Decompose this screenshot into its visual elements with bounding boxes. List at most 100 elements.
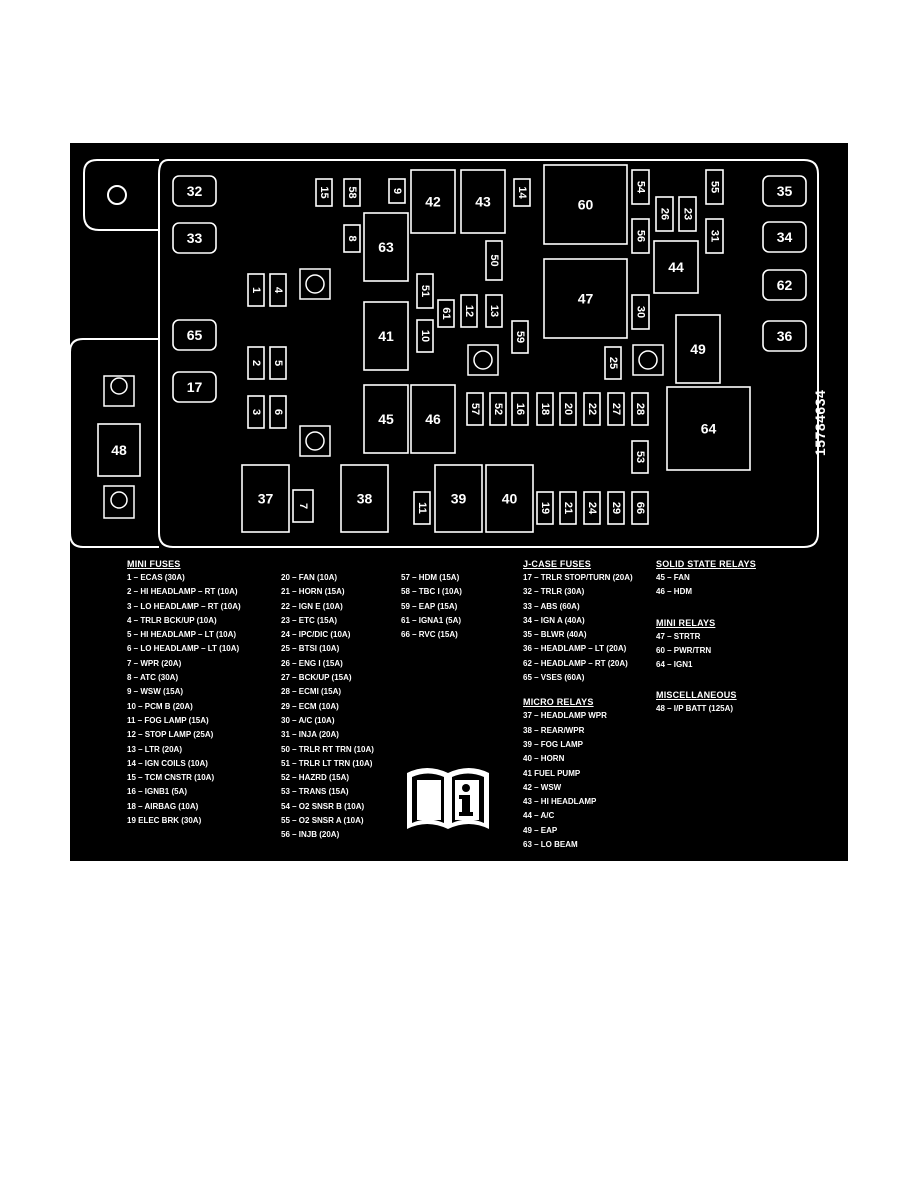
legend-item: 46 – HDM — [656, 587, 693, 597]
component-label-36: 36 — [777, 328, 793, 344]
legend-item: 13 – LTR (20A) — [127, 744, 182, 754]
component-label-61: 61 — [440, 307, 452, 319]
legend-item: 12 – STOP LAMP (25A) — [127, 730, 214, 740]
legend-item: 63 – LO BEAM — [523, 840, 578, 850]
component-label-22: 22 — [586, 403, 598, 415]
component-31 — [705, 218, 724, 254]
component-label-64: 64 — [701, 421, 717, 437]
component-label-30: 30 — [635, 306, 647, 318]
mounting-post-hole — [638, 350, 658, 370]
component-label-20: 20 — [562, 403, 574, 415]
legend-item: 43 – HI HEADLAMP — [523, 797, 597, 807]
legend-item: 11 – FOG LAMP (15A) — [127, 715, 209, 725]
mounting-post-hole — [305, 274, 325, 294]
component-label-53: 53 — [634, 451, 646, 463]
legend-item: 16 – IGNB1 (5A) — [127, 787, 188, 797]
component-39 — [434, 464, 483, 533]
legend-mini-fuses-col2: 20 – FAN (10A)21 – HORN (15A)22 – IGN E … — [281, 571, 374, 843]
legend-item: 35 – BLWR (40A) — [523, 630, 587, 640]
legend-item: 15 – TCM CNSTR (10A) — [127, 773, 215, 783]
legend-item: 29 – ECM (10A) — [281, 701, 339, 711]
legend-item: 26 – ENG I (15A) — [281, 658, 343, 668]
component-33 — [172, 222, 217, 254]
component-label-58: 58 — [346, 186, 358, 198]
component-57 — [466, 392, 484, 426]
legend-mini-fuses-col1: MINI FUSES 1 – ECAS (30A)2 – HI HEADLAMP… — [127, 557, 241, 828]
legend-j-case-micro: J-CASE FUSES 17 – TRLR STOP/TURN (20A)32… — [523, 557, 633, 852]
component-label-4: 4 — [272, 287, 284, 294]
component-label-3: 3 — [250, 409, 262, 415]
component-label-18: 18 — [539, 403, 551, 415]
component-46 — [410, 384, 456, 454]
component-41 — [363, 301, 409, 371]
legend-item: 53 – TRANS (15A) — [281, 787, 349, 797]
component-44 — [653, 240, 699, 294]
component-32 — [172, 175, 217, 207]
component-12 — [460, 294, 478, 328]
component-label-47: 47 — [578, 291, 594, 307]
component-label-6: 6 — [272, 409, 284, 415]
component-label-11: 11 — [416, 502, 428, 514]
legend-item: 23 – ETC (15A) — [281, 615, 338, 625]
component-label-33: 33 — [187, 230, 203, 246]
component-label-66: 66 — [634, 502, 646, 514]
component-label-23: 23 — [682, 208, 694, 220]
component-label-8: 8 — [346, 235, 358, 241]
component-label-26: 26 — [659, 208, 671, 220]
legend-item: 52 – HAZRD (15A) — [281, 773, 350, 783]
legend-item: 5 – HI HEADLAMP – LT (10A) — [127, 630, 237, 640]
component-26 — [655, 196, 674, 232]
component-label-56: 56 — [635, 230, 647, 242]
component-1 — [247, 273, 265, 307]
legend-title-micro-relays: MICRO RELAYS — [523, 697, 594, 708]
component-label-65: 65 — [187, 327, 203, 343]
component-52 — [489, 392, 507, 426]
legend-title-solid-state-relays: SOLID STATE RELAYS — [656, 559, 756, 569]
mounting-post-hole — [305, 431, 325, 451]
component-label-48: 48 — [111, 442, 127, 458]
legend-item: 38 – REAR/WPR — [523, 725, 585, 735]
component-61 — [437, 299, 455, 328]
legend-item: 14 – IGN COILS (10A) — [127, 758, 208, 768]
legend-item: 33 – ABS (60A) — [523, 601, 580, 611]
legend-item: 32 – TRLR (30A) — [523, 587, 585, 597]
component-label-42: 42 — [425, 194, 441, 210]
legend-item: 31 – INJA (20A) — [281, 730, 339, 740]
mounting-hole — [107, 185, 127, 205]
component-63 — [363, 212, 409, 282]
legend-item: 47 – STRTR — [656, 631, 701, 641]
mounting-post — [299, 268, 331, 300]
component-27 — [607, 392, 625, 426]
legend-item: 62 – HEADLAMP – RT (20A) — [523, 658, 628, 668]
mounting-post-hole — [473, 350, 493, 370]
component-56 — [631, 218, 650, 254]
legend-item: 48 – I/P BATT (125A) — [656, 704, 734, 714]
legend-item: 22 – IGN E (10A) — [281, 601, 343, 611]
component-5 — [269, 346, 287, 380]
component-label-57: 57 — [469, 403, 481, 415]
legend-item: 19 ELEC BRK (30A) — [127, 816, 202, 826]
component-22 — [583, 392, 601, 426]
component-label-60: 60 — [578, 197, 594, 213]
component-53 — [631, 440, 649, 474]
component-19 — [536, 491, 554, 525]
legend-item: 27 – BCK/UP (15A) — [281, 673, 352, 683]
legend-item: 6 – LO HEADLAMP – LT (10A) — [127, 644, 240, 654]
legend-item: 7 – WPR (20A) — [127, 658, 182, 668]
component-label-52: 52 — [492, 403, 504, 415]
component-label-21: 21 — [562, 502, 574, 514]
component-20 — [559, 392, 577, 426]
component-label-50: 50 — [488, 254, 500, 266]
legend-item: 39 – FOG LAMP — [523, 739, 584, 749]
component-35 — [762, 175, 807, 207]
legend-item: 50 – TRLR RT TRN (10A) — [281, 744, 374, 754]
legend-item: 44 – A/C — [523, 811, 555, 821]
component-label-41: 41 — [378, 328, 394, 344]
component-16 — [511, 392, 529, 426]
component-60 — [543, 164, 628, 245]
legend-item: 61 – IGNA1 (5A) — [401, 615, 462, 625]
legend-item: 66 – RVC (15A) — [401, 630, 458, 640]
component-label-12: 12 — [463, 305, 475, 317]
